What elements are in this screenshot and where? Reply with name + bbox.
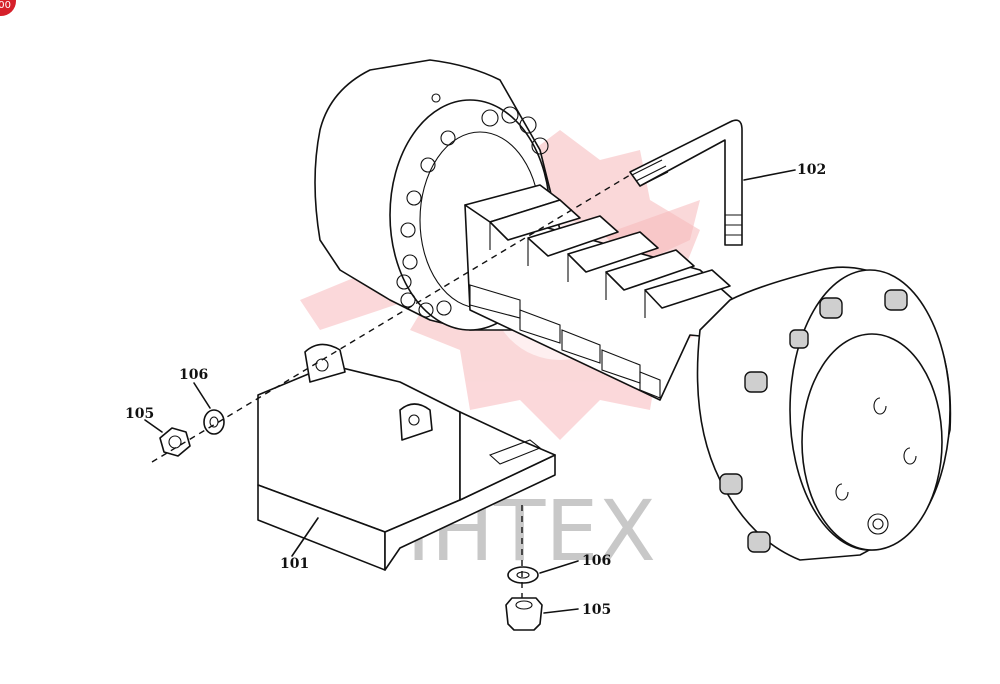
part-105-nut-bottom [505, 597, 543, 631]
part-101-bracket [257, 343, 556, 571]
corner-badge-text: 00 [0, 0, 11, 11]
label-101: 101 [280, 556, 309, 572]
spring-block-stack [464, 184, 746, 401]
leader-lines [144, 169, 796, 614]
part-106-washer-bottom [507, 566, 539, 584]
label-106-left: 106 [179, 367, 208, 383]
part-102-pin [629, 119, 743, 246]
label-106-bottom: 106 [582, 553, 611, 569]
part-105-nut-left [159, 427, 191, 457]
wheel-hub [696, 266, 952, 561]
label-105-bottom: 105 [582, 602, 611, 618]
label-105-left: 105 [125, 406, 154, 422]
part-106-washer-left [203, 409, 225, 435]
label-102: 102 [797, 162, 826, 178]
assembly-axis-lines [151, 174, 631, 598]
